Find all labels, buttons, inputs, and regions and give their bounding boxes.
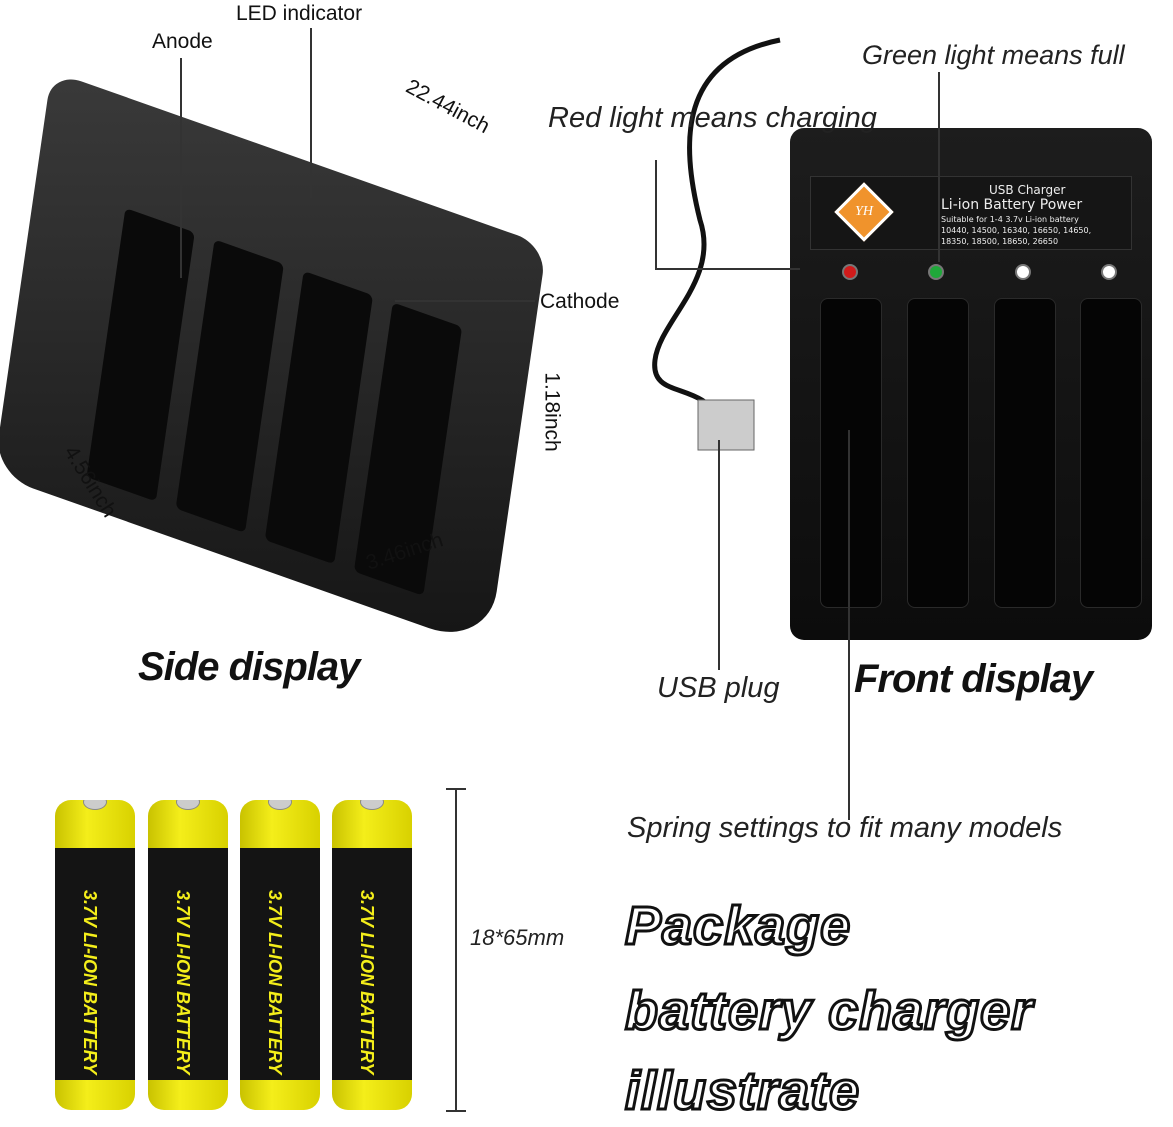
height-label: 1.18inch bbox=[540, 372, 564, 452]
anode-label: Anode bbox=[152, 30, 213, 53]
usb-plug-label: USB plug bbox=[657, 672, 780, 704]
red-led bbox=[842, 264, 858, 280]
cable-length-label: 22.44inch bbox=[402, 75, 494, 139]
red-light-label: Red light means charging bbox=[548, 102, 877, 134]
yh-logo: YH bbox=[834, 182, 894, 242]
front-display-title: Front display bbox=[854, 657, 1093, 701]
green-light-label: Green light means full bbox=[862, 40, 1125, 70]
package-line2: battery charger bbox=[623, 980, 1034, 1043]
label-line: Li-ion Battery Power bbox=[941, 197, 1083, 213]
led bbox=[1015, 264, 1031, 280]
package-line1: Package bbox=[623, 895, 852, 958]
battery-size-label: 18*65mm bbox=[470, 925, 565, 950]
front-charger-image: YH USB Charger Li-ion Battery Power Suit… bbox=[790, 128, 1152, 640]
led-indicator-label: LED indicator bbox=[236, 2, 363, 25]
usb-cable bbox=[652, 37, 781, 451]
spring-label: Spring settings to fit many models bbox=[627, 812, 1063, 844]
label-line: 18350, 18500, 18650, 26650 bbox=[941, 237, 1059, 246]
battery: 3.7V LI-ION BATTERY bbox=[240, 800, 320, 1110]
label-line: Suitable for 1-4 3.7v Li-ion battery bbox=[941, 215, 1079, 224]
charger-label: YH USB Charger Li-ion Battery Power Suit… bbox=[810, 176, 1132, 250]
label-line: 10440, 14500, 16340, 16650, 14650, bbox=[941, 226, 1092, 235]
green-led bbox=[928, 264, 944, 280]
battery: 3.7V LI-ION BATTERY bbox=[55, 800, 135, 1110]
side-display-title: Side display bbox=[138, 645, 360, 689]
side-charger-image bbox=[0, 70, 547, 650]
label-line: USB Charger bbox=[989, 183, 1066, 197]
cathode-label: Cathode bbox=[540, 290, 620, 313]
package-line3: illustrate bbox=[623, 1060, 861, 1123]
led bbox=[1101, 264, 1117, 280]
battery: 3.7V LI-ION BATTERY bbox=[148, 800, 228, 1110]
battery: 3.7V LI-ION BATTERY bbox=[332, 800, 412, 1110]
